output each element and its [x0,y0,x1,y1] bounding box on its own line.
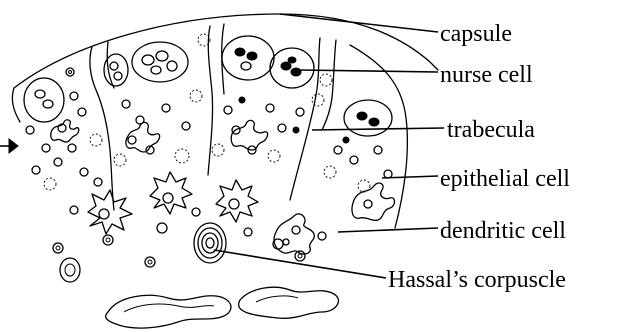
label-hassals-corpuscle: Hassal’s corpuscle [388,267,566,293]
hassals-corpuscle [194,223,226,263]
label-trabecula: trabecula [447,117,535,143]
trabeculae [90,24,336,210]
epithelial-cells [51,120,395,221]
leader-capsule [280,14,438,32]
medulla-vessels [60,258,338,328]
leader-epithelial-cell [382,176,438,178]
label-capsule: capsule [440,21,512,47]
left-arrow-icon [0,139,18,153]
label-dendritic-cell: dendritic cell [440,218,566,244]
thymocytes [26,34,392,267]
label-nurse-cell: nurse cell [440,62,533,88]
leader-trabecula [312,128,444,130]
leader-dendritic-cell [338,228,438,232]
leader-nurse-cell [300,70,438,72]
dendritic-cells [88,172,314,254]
label-epithelial-cell: epithelial cell [440,166,570,192]
